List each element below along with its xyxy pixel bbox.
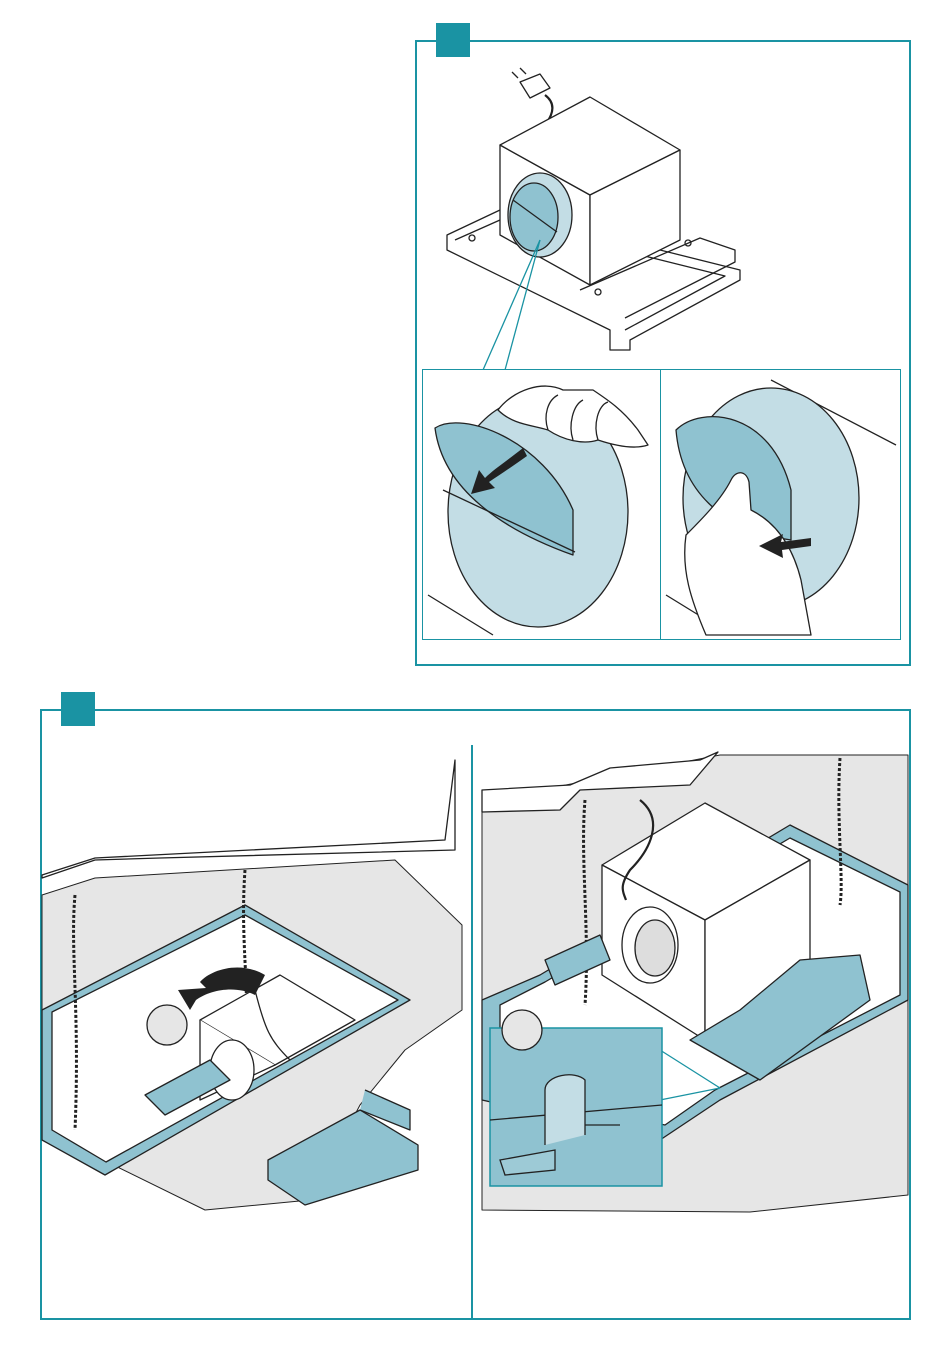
tab-detail: [545, 1075, 585, 1145]
marker-circle-right: [502, 1010, 542, 1050]
